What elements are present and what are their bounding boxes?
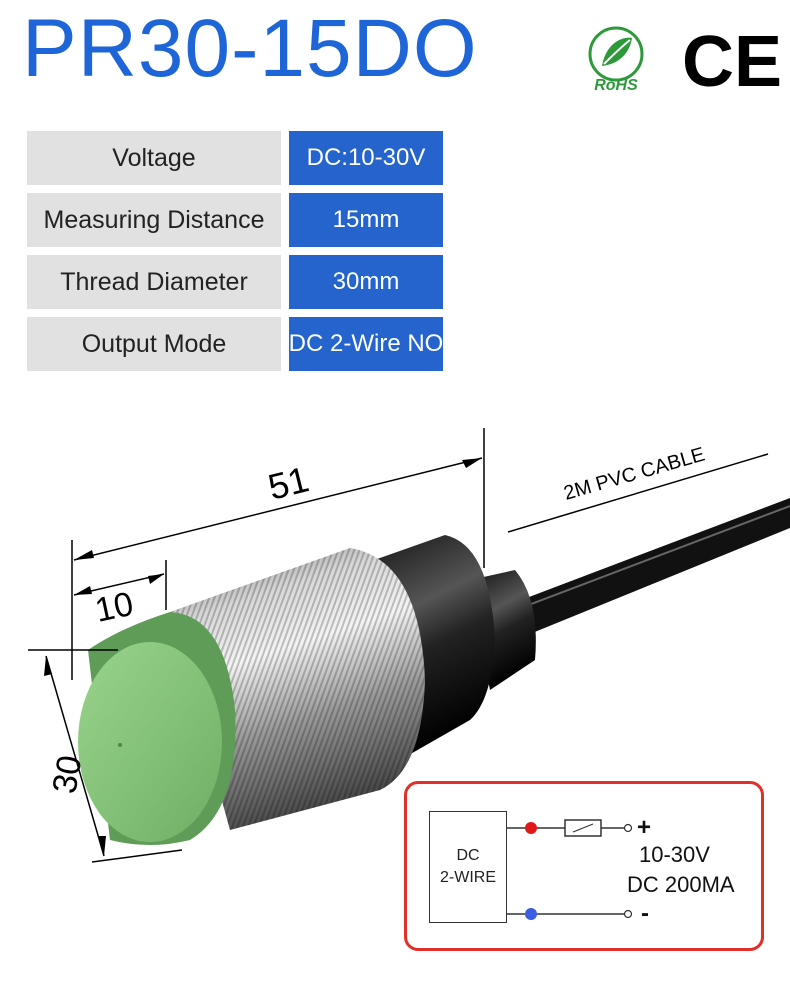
spec-label: Measuring Distance — [27, 193, 281, 247]
rohs-logo: RoHS — [588, 26, 644, 94]
dimension-length: 51 — [264, 458, 313, 507]
cable-label: 2M PVC CABLE — [561, 444, 707, 505]
voltage-rating: 10-30V — [639, 842, 710, 867]
wiring-diagram: DC 2-WIRE + - 10-30V DC 200MA — [404, 781, 764, 951]
dimension-diameter: 30 — [45, 753, 89, 797]
box-line-1: DC — [456, 847, 480, 865]
sensor-box: DC 2-WIRE — [429, 811, 507, 923]
dimension-head: 10 — [92, 585, 137, 630]
sensor-face — [78, 642, 222, 842]
plus-sign: + — [637, 814, 652, 841]
spec-label: Thread Diameter — [27, 255, 281, 309]
spec-value: 30mm — [289, 255, 443, 309]
spec-value: 15mm — [289, 193, 443, 247]
spec-label: Output Mode — [27, 317, 281, 371]
negative-terminal-dot — [525, 908, 537, 920]
product-title: PR30-15DO — [22, 3, 478, 94]
minus-sign: - — [641, 900, 649, 927]
spec-value: DC:10-30V — [289, 131, 443, 185]
wiring-lines — [507, 819, 633, 920]
box-line-2: 2-WIRE — [440, 869, 496, 886]
spec-value: DC 2-Wire NO — [289, 317, 443, 371]
positive-terminal-dot — [525, 822, 537, 834]
ce-mark: CE — [682, 22, 783, 102]
cable — [500, 498, 790, 640]
current-rating: DC 200MA — [627, 872, 735, 897]
spec-label: Voltage — [27, 131, 281, 185]
svg-text:RoHS: RoHS — [594, 77, 638, 94]
